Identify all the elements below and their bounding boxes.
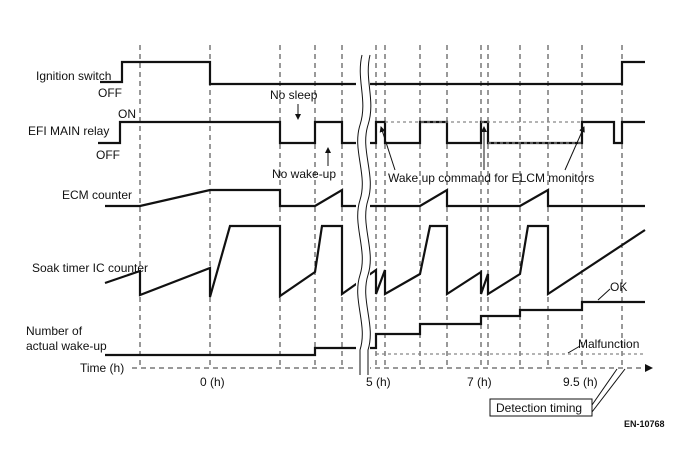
detection-leader-1 (591, 368, 618, 406)
tick-9-5h: 9.5 (h) (563, 375, 598, 389)
wake-up-command-label: Wake up command for ELCM monitors (388, 171, 594, 185)
ok-leader (597, 288, 611, 301)
tick-0h: 0 (h) (200, 375, 225, 389)
wake-count-label-line2: actual wake-up (26, 339, 107, 353)
tick-5h: 5 (h) (366, 375, 391, 389)
no-sleep-label: No sleep (270, 88, 318, 102)
wake-command-arrow-1 (379, 126, 396, 171)
ecm-counter-label: ECM counter (62, 188, 132, 202)
efi-main-relay-signal (98, 120, 645, 145)
ignition-switch-signal (100, 60, 645, 86)
wake-count-signal (105, 300, 645, 357)
malfunction-label: Malfunction (578, 337, 639, 351)
tick-7h: 7 (h) (467, 375, 492, 389)
wake-count-label-line1: Number of (26, 324, 83, 338)
axis-break-symbol (356, 54, 372, 375)
time-axis-label: Time (h) (80, 361, 124, 375)
ok-label: OK (610, 280, 627, 294)
ignition-off-label: OFF (98, 86, 122, 100)
soak-timer-label: Soak timer IC counter (32, 261, 148, 275)
efi-off-label: OFF (96, 148, 120, 162)
ecm-counter-signal (105, 188, 645, 208)
efi-main-relay-label: EFI MAIN relay (28, 124, 109, 138)
soak-timer-signal (104, 224, 646, 299)
ignition-switch-label: Ignition switch (36, 69, 111, 83)
efi-on-label: ON (118, 107, 136, 121)
detection-leader-2 (591, 368, 626, 413)
malfunction-leader (567, 345, 581, 354)
wake-command-arrow-3 (564, 126, 585, 171)
no-wakeup-label: No wake-up (272, 167, 336, 181)
figure-code: EN-10768 (624, 419, 665, 429)
detection-timing-label: Detection timing (496, 401, 582, 415)
detection-timing-box (489, 398, 593, 417)
